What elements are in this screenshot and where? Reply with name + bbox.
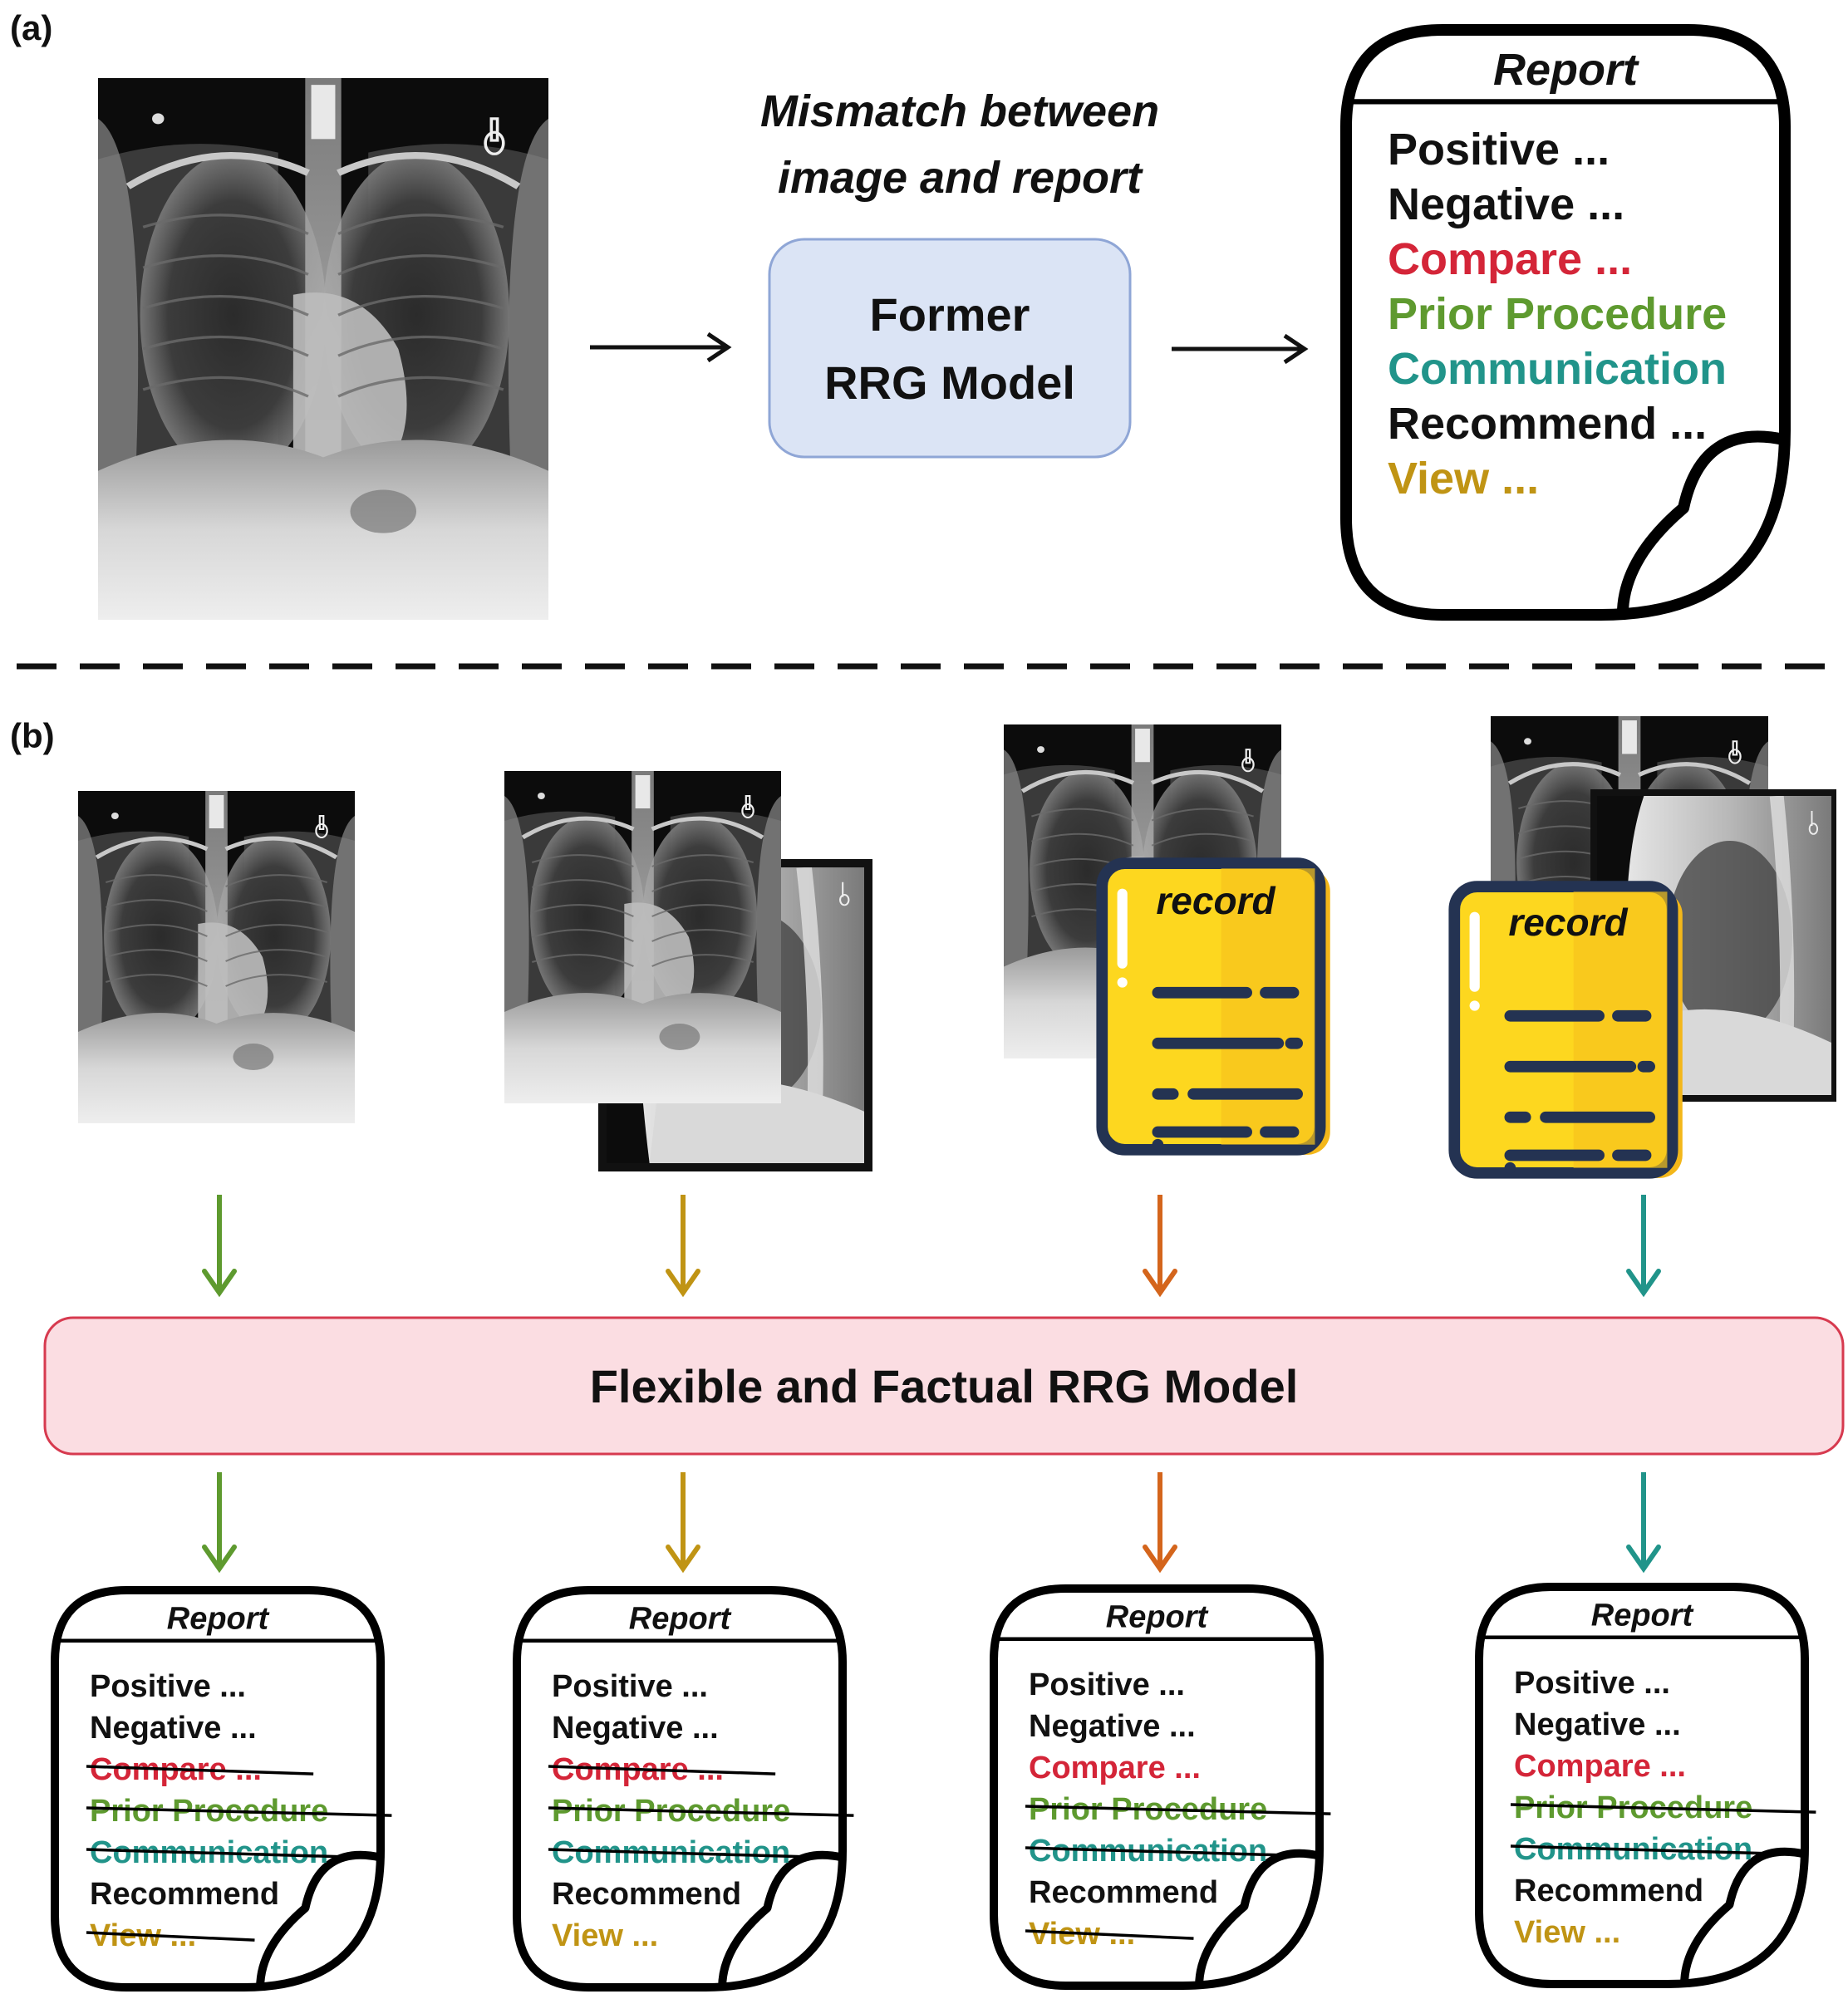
former-model-line2: RRG Model: [824, 356, 1075, 409]
strikethrough-line: [86, 1765, 314, 1775]
report-line-3: Compare ...: [1388, 234, 1632, 284]
input-single-frontal: [78, 791, 355, 1123]
report-title: Report: [1493, 45, 1639, 95]
report-line-1: Positive ...: [1388, 125, 1610, 174]
report-line-4: Prior Procedure: [1388, 289, 1727, 339]
arrow-out-frontal-lateral: [666, 1472, 700, 1574]
strikethrough-line: [548, 1765, 776, 1775]
report-line-6: Recommend: [1029, 1875, 1218, 1910]
report-title: Report: [1591, 1598, 1694, 1633]
record-label-4: record: [1508, 901, 1628, 944]
report-card-outline: [1340, 24, 1791, 621]
former-model-line1: Former: [870, 288, 1030, 341]
record-label-3: record: [1156, 879, 1275, 922]
panel-a-label: (a): [10, 8, 52, 47]
arrow-in-frontal-lateral: [666, 1195, 700, 1298]
report-fold-icon: [1616, 430, 1787, 616]
mismatch-text-line2: image and report: [778, 153, 1143, 203]
strikethrough-line: [1510, 1803, 1816, 1814]
panel-a-arrow-in: [590, 332, 732, 363]
report-line-3: Compare ...: [1514, 1749, 1686, 1784]
strikethrough-line: [1510, 1844, 1777, 1855]
arrow-out-frontal-record: [1143, 1472, 1177, 1574]
report-line-2: Negative ...: [552, 1711, 719, 1746]
report-card-outline: [513, 1586, 847, 1992]
strikethrough-line: [86, 1848, 353, 1859]
report-card-outline: [990, 1584, 1324, 1990]
arrow-in-frontal-record: [1143, 1195, 1177, 1298]
report-title: Report: [1106, 1599, 1209, 1634]
report-line-6: Recommend: [552, 1877, 741, 1912]
report-line-2: Negative ...: [1388, 179, 1624, 229]
report-line-7: View ...: [1388, 454, 1539, 503]
report-title: Report: [167, 1601, 270, 1636]
report-line-1: Positive ...: [90, 1669, 246, 1704]
arrow-in-single-frontal: [202, 1195, 237, 1298]
strikethrough-line: [86, 1806, 392, 1817]
flexible-rrg-model-box: [43, 1316, 1845, 1456]
report-card-outline: [51, 1586, 385, 1992]
strikethrough-line: [548, 1848, 815, 1859]
report-line-7: View ...: [1514, 1915, 1620, 1950]
report-line-2: Negative ...: [1029, 1709, 1196, 1744]
report-line-3: Compare ...: [1029, 1751, 1201, 1785]
strikethrough-line: [548, 1806, 854, 1817]
panel-a-arrow-out: [1172, 333, 1309, 365]
report-line-2: Negative ...: [1514, 1707, 1681, 1742]
report-line-1: Positive ...: [1514, 1666, 1670, 1701]
mismatch-text-line1: Mismatch between: [760, 86, 1159, 136]
report-line-7: View ...: [552, 1918, 658, 1953]
strikethrough-line: [1025, 1805, 1331, 1815]
former-rrg-model-box: [768, 238, 1132, 459]
flexible-model-label: Flexible and Factual RRG Model: [590, 1360, 1299, 1412]
report-line-6: Recommend ...: [1388, 399, 1707, 449]
arrow-out-frontal-lateral-record: [1626, 1472, 1661, 1574]
report-line-1: Positive ...: [552, 1669, 708, 1704]
panel-b-label: (b): [10, 716, 55, 755]
report-line-1: Positive ...: [1029, 1667, 1185, 1702]
report-line-5: Communication: [1388, 344, 1727, 394]
strikethrough-line: [1025, 1929, 1194, 1940]
report-card-outline: [1475, 1583, 1809, 1988]
arrow-out-single-frontal: [202, 1472, 237, 1574]
report-title: Report: [629, 1601, 732, 1636]
report-line-6: Recommend: [90, 1877, 279, 1912]
arrow-in-frontal-lateral-record: [1626, 1195, 1661, 1298]
strikethrough-line: [86, 1931, 255, 1942]
panel-a-xray: [98, 78, 548, 620]
report-line-6: Recommend: [1514, 1874, 1703, 1908]
report-line-2: Negative ...: [90, 1711, 257, 1746]
input-frontal-lateral: [504, 771, 872, 1171]
strikethrough-line: [1025, 1846, 1292, 1857]
